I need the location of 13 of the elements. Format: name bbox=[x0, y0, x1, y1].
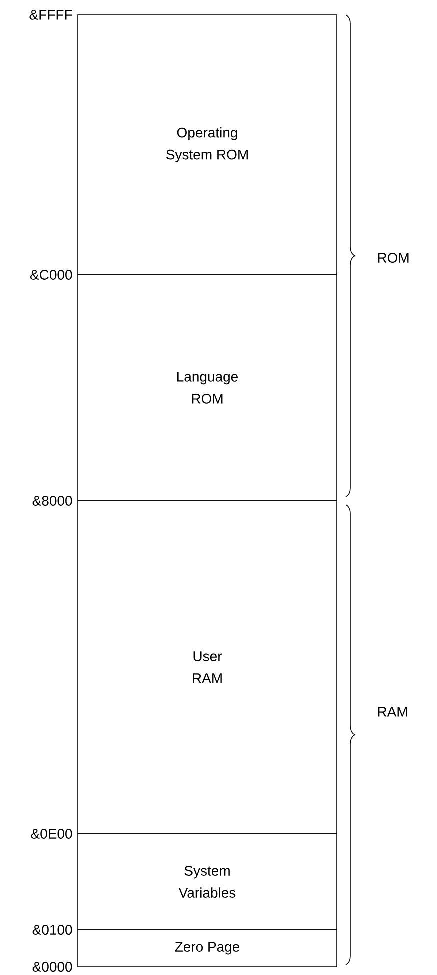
brace-label: ROM bbox=[378, 253, 409, 263]
address-label: &FFFF bbox=[30, 10, 72, 20]
address-label: &C000 bbox=[30, 270, 72, 280]
brace-label: RAM bbox=[378, 707, 408, 717]
address-label: &0E00 bbox=[31, 829, 72, 839]
memory-region-box: Operating System ROM bbox=[78, 14, 338, 276]
address-label: &0000 bbox=[32, 962, 72, 972]
address-label: &8000 bbox=[32, 496, 72, 506]
memory-region-box: Zero Page bbox=[78, 930, 338, 968]
memory-region-box: Language ROM bbox=[78, 274, 338, 502]
memory-region-box: User RAM bbox=[78, 500, 338, 834]
address-label: &0100 bbox=[32, 925, 72, 935]
memory-region-box: System Variables bbox=[78, 834, 338, 930]
